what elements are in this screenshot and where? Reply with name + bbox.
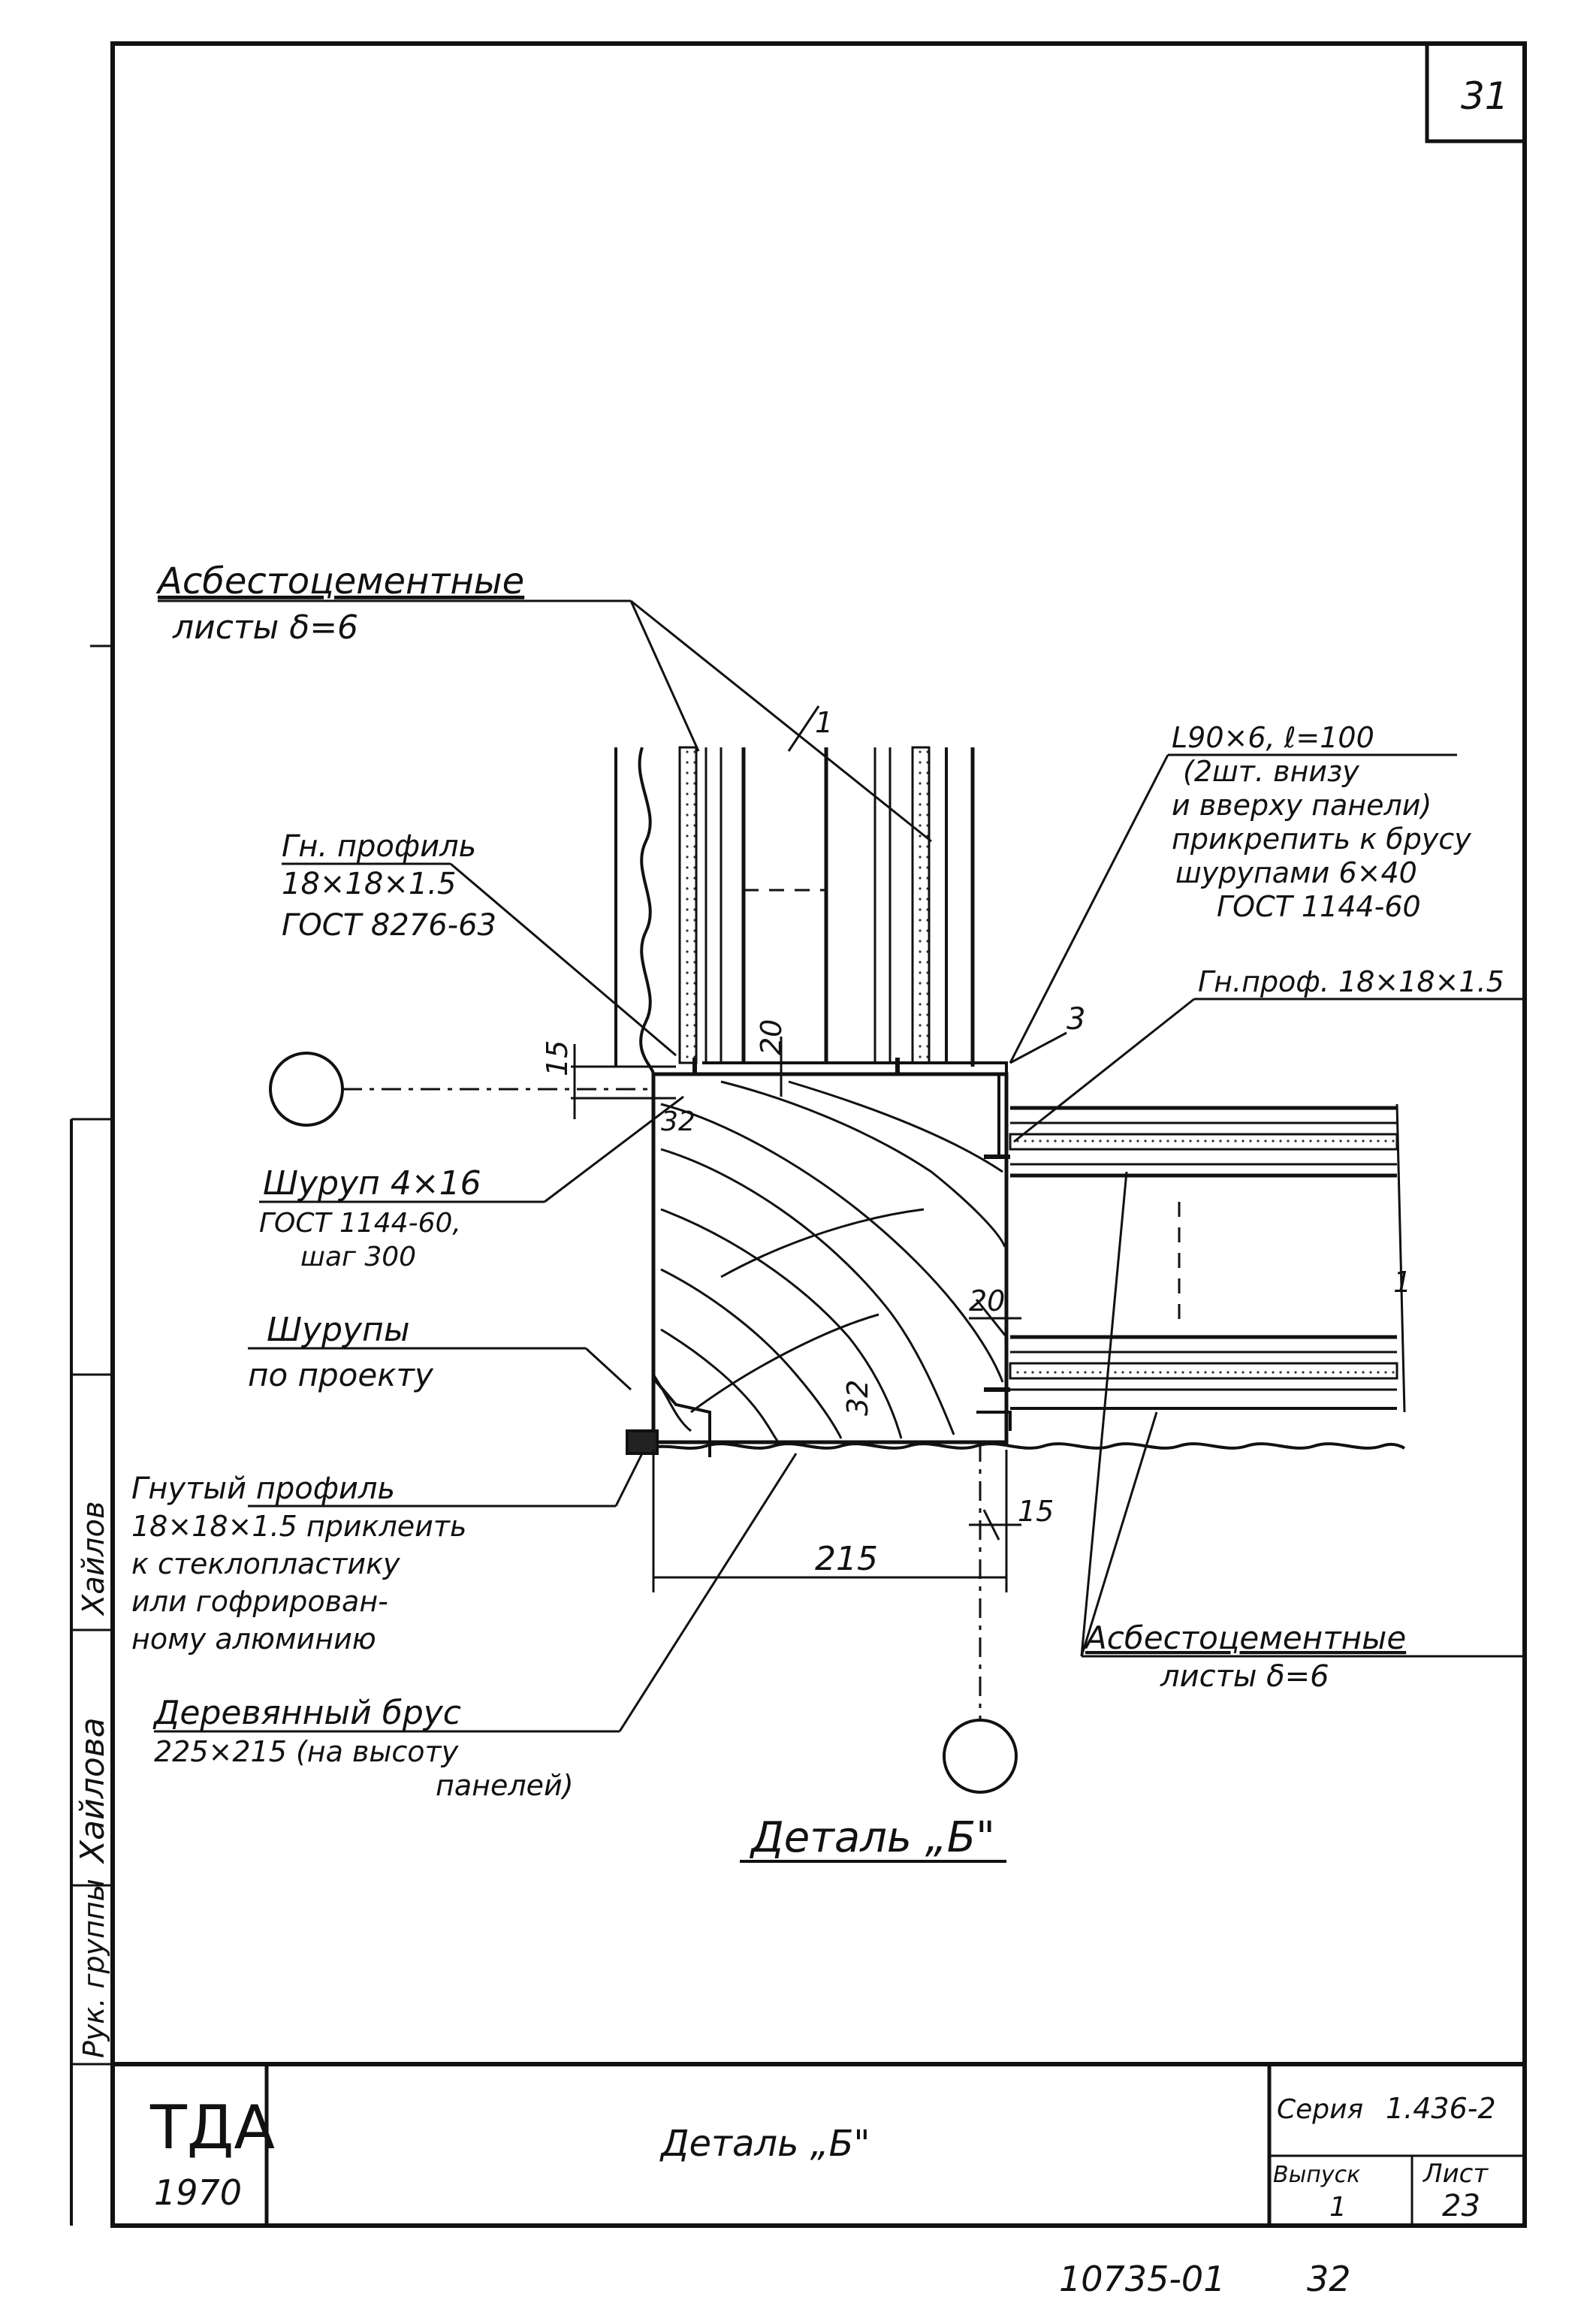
dim-20-top: 20 — [755, 1019, 788, 1055]
wall-panel-horizontal — [1009, 1103, 1406, 1413]
sheet-value: 23 — [1442, 2189, 1480, 2223]
callout-screw-gost: ГОСТ 1144-60, — [259, 1208, 461, 1239]
callout-asbestos-bottom-title: Асбестоцементные — [1083, 1619, 1406, 1656]
dim-3: 3 — [1067, 1002, 1085, 1037]
callout-angle-1: L90×6, ℓ=100 — [1172, 721, 1374, 754]
dim-1-right: 1 — [1393, 1266, 1411, 1299]
org-year: 1970 — [154, 2172, 242, 2213]
dim-32-top: 32 — [661, 1106, 695, 1137]
callout-asbestos-top-sub: листы δ=6 — [172, 608, 358, 647]
callout-screw-title: Шуруп 4×16 — [263, 1164, 481, 1203]
dimension-lines — [571, 1037, 1021, 1592]
callout-gn-profile-title: Гн. профиль — [282, 829, 476, 864]
timber-beam — [651, 1072, 1009, 1444]
callout-asbestos-top-title: Асбестоцементные — [155, 560, 524, 602]
callout-bent-2: к стеклопластику — [131, 1547, 400, 1580]
stamp-signature: Хайлов — [77, 1501, 111, 1616]
callout-angle-3: и вверху панели) — [1172, 789, 1432, 822]
wall-panel-vertical — [614, 705, 975, 1075]
callout-gn-prof-right: Гн.проф. 18×18×1.5 — [1198, 965, 1504, 998]
callout-asbestos-bottom-sub: листы δ=6 — [1160, 1659, 1329, 1694]
page-number: 31 — [1461, 74, 1509, 118]
callout-beam-2: панелей) — [436, 1769, 574, 1802]
sheet-title: Деталь „Б" — [659, 2123, 870, 2165]
callout-angle-4: прикрепить к брусу — [1172, 822, 1471, 856]
callout-bent-1: 18×18×1.5 приклеить — [131, 1510, 466, 1543]
callout-gn-profile-gost: ГОСТ 8276-63 — [282, 908, 496, 943]
stamp-role: Рук. группы — [77, 1879, 110, 2058]
corrugated-sheet — [637, 1442, 1406, 1455]
callout-angle-5: шурупами 6×40 — [1175, 856, 1417, 889]
stamp-name: Хайлова — [74, 1717, 112, 1864]
sheet-label: Лист — [1422, 2159, 1489, 2189]
callout-beam-title: Деревянный брус — [152, 1694, 461, 1732]
callout-screws-sub: по проекту — [248, 1357, 434, 1393]
callout-angle-2: (2шт. внизу — [1183, 755, 1359, 788]
callout-screw-step: шаг 300 — [300, 1242, 416, 1272]
issue-label: Выпуск — [1273, 2162, 1360, 2188]
callout-bent-3: или гофрирован- — [131, 1585, 388, 1618]
callout-bent-title: Гнутый профиль — [131, 1471, 395, 1506]
series-label: Серия — [1277, 2094, 1363, 2125]
dim-32-right: 32 — [841, 1380, 874, 1416]
series-value: 1.436-2 — [1386, 2092, 1496, 2125]
steel-profiles — [626, 1058, 1012, 1457]
dim-20-right: 20 — [969, 1284, 1005, 1317]
callout-beam-1: 225×215 (на высоту — [154, 1735, 459, 1768]
dim-1-top: 1 — [815, 706, 833, 739]
leader-lines — [154, 599, 1525, 1863]
callout-angle-6: ГОСТ 1144-60 — [1217, 890, 1421, 923]
dim-15-top: 15 — [541, 1040, 574, 1076]
sheet-frame — [70, 41, 1527, 2228]
callout-screws-title: Шурупы — [267, 1311, 410, 1349]
archive-number: 10735-01 — [1059, 2259, 1225, 2299]
issue-value: 1 — [1329, 2192, 1347, 2223]
grid-axes — [269, 1052, 1018, 1794]
dim-15-bottom: 15 — [1018, 1495, 1054, 1528]
callout-gn-profile-size: 18×18×1.5 — [282, 867, 456, 901]
dim-215: 215 — [815, 1540, 878, 1578]
callout-bent-4: ному алюминию — [131, 1622, 376, 1656]
detail-caption: Деталь „Б" — [749, 1813, 995, 1862]
org-name: ТДА — [149, 2093, 275, 2163]
archive-page: 32 — [1307, 2259, 1351, 2299]
